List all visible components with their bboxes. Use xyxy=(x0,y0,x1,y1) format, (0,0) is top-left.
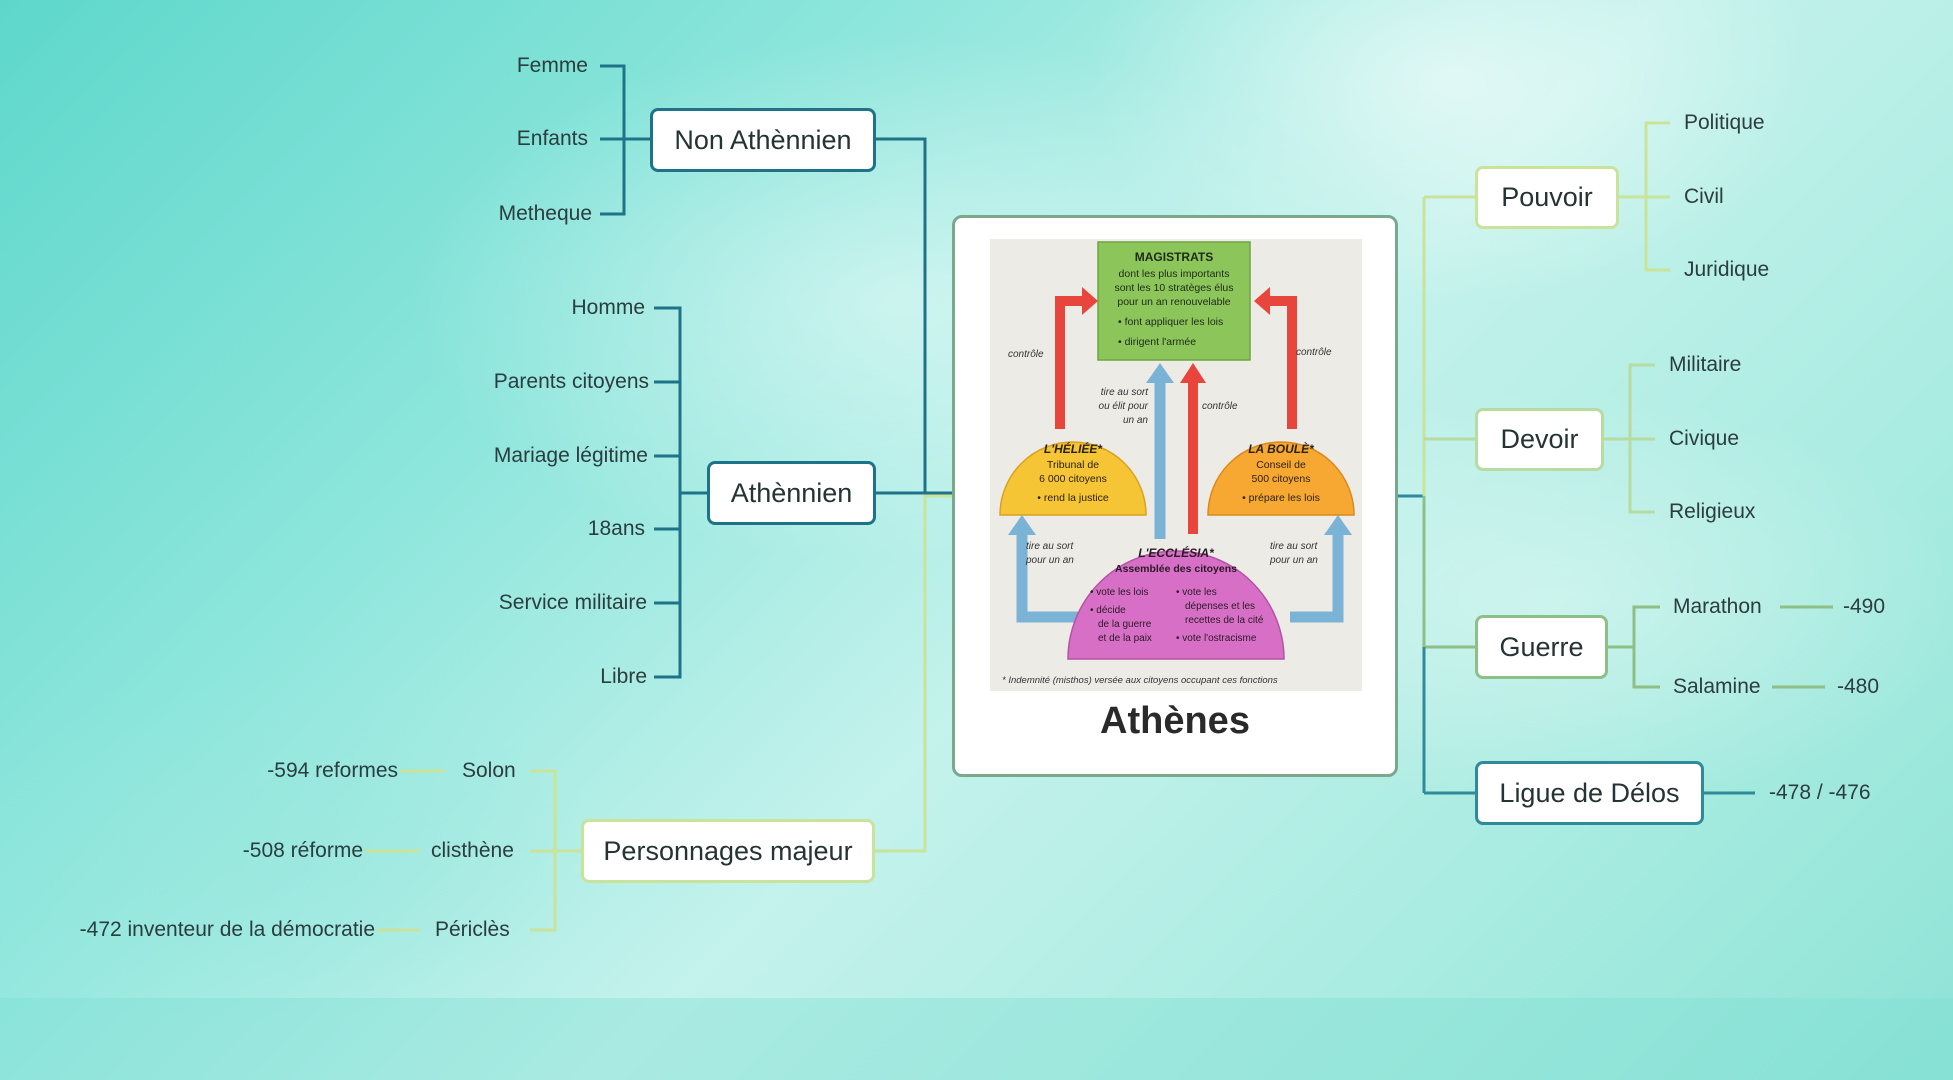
node-ligue-de-delos[interactable]: Ligue de Délos xyxy=(1475,761,1704,825)
central-topic-title: Athènes xyxy=(1100,700,1250,742)
arrow-tirage-boule xyxy=(1290,531,1344,623)
svg-text:Conseil de: Conseil de xyxy=(1256,459,1306,471)
leaf-homme: Homme xyxy=(571,296,645,319)
leaf-militaire: Militaire xyxy=(1669,353,1742,376)
svg-text:dépenses et les: dépenses et les xyxy=(1185,601,1255,612)
leaf-femme: Femme xyxy=(516,54,588,77)
svg-text:tire au sort: tire au sort xyxy=(1270,541,1318,552)
magistrats-title: MAGISTRATS xyxy=(1135,250,1213,264)
node-guerre[interactable]: Guerre xyxy=(1475,615,1608,679)
leaf-libre: Libre xyxy=(600,665,647,688)
athens-institutions-figure: MAGISTRATS dont les plus importants sont… xyxy=(990,239,1362,691)
svg-text:Tribunal de: Tribunal de xyxy=(1047,459,1099,471)
arrow-heliee-controle xyxy=(1055,296,1086,429)
arrow-boule-controle xyxy=(1266,296,1297,429)
node-devoir[interactable]: Devoir xyxy=(1475,408,1604,471)
leaf-solon: Solon xyxy=(462,759,516,782)
svg-text:contrôle: contrôle xyxy=(1202,401,1238,412)
svg-text:contrôle: contrôle xyxy=(1008,349,1044,360)
leaf-parents-citoyens: Parents citoyens xyxy=(493,370,649,393)
svg-text:• rend la justice: • rend la justice xyxy=(1037,492,1109,504)
leaf-civil: Civil xyxy=(1684,185,1724,208)
heliee-dome xyxy=(999,441,1147,516)
svg-text:dont les plus importants: dont les plus importants xyxy=(1119,268,1230,280)
svg-text:• dirigent l'armée: • dirigent l'armée xyxy=(1118,336,1196,348)
svg-text:ou élit pour: ou élit pour xyxy=(1099,401,1149,412)
node-pouvoir[interactable]: Pouvoir xyxy=(1475,166,1619,229)
svg-text:• font appliquer les lois: • font appliquer les lois xyxy=(1118,316,1223,328)
svg-text:6 000 citoyens: 6 000 citoyens xyxy=(1039,473,1107,485)
magistrats-box xyxy=(1097,241,1251,361)
svg-text:recettes de la cité: recettes de la cité xyxy=(1185,615,1264,626)
svg-text:500 citoyens: 500 citoyens xyxy=(1252,473,1311,485)
svg-text:pour un an: pour un an xyxy=(1025,555,1074,566)
svg-text:tire au sort: tire au sort xyxy=(1101,387,1149,398)
leaf-salamine: Salamine xyxy=(1673,675,1761,698)
svg-text:de la guerre: de la guerre xyxy=(1098,619,1152,630)
svg-text:L'ECCLÉSIA*: L'ECCLÉSIA* xyxy=(1138,545,1215,560)
svg-text:• vote les lois: • vote les lois xyxy=(1090,587,1149,598)
note-ligue-de-delos: -478 / -476 xyxy=(1769,781,1871,804)
leaf-civique: Civique xyxy=(1669,427,1740,450)
note-solon: -594 reformes xyxy=(267,759,398,782)
links-athenien xyxy=(654,306,952,679)
svg-text:tire au sort: tire au sort xyxy=(1026,541,1074,552)
figure-footnote: * Indemnité (misthos) versée aux citoyen… xyxy=(1002,675,1278,686)
leaf-metheque: Metheque xyxy=(498,202,592,225)
svg-text:• prépare les lois: • prépare les lois xyxy=(1242,492,1320,504)
note-salamine: -480 xyxy=(1837,675,1880,698)
note-marathon: -490 xyxy=(1843,595,1886,618)
node-athenien[interactable]: Athènnien xyxy=(707,461,876,525)
svg-text:• vote l'ostracisme: • vote l'ostracisme xyxy=(1176,633,1257,644)
links-right xyxy=(1398,195,1475,795)
institutions-diagram: MAGISTRATS dont les plus importants sont… xyxy=(999,241,1355,686)
svg-text:• vote les: • vote les xyxy=(1176,587,1217,598)
arrow-tirage-heliee xyxy=(1016,531,1078,623)
ecclesia-dome xyxy=(1067,550,1285,660)
svg-text:un an: un an xyxy=(1123,415,1148,426)
svg-text:• décide: • décide xyxy=(1090,605,1126,616)
leaf-pericles: Périclès xyxy=(435,918,510,941)
node-non-athenien[interactable]: Non Athènnien xyxy=(650,108,876,172)
leaf-clisthene: clisthène xyxy=(431,839,514,862)
svg-text:pour un an: pour un an xyxy=(1269,555,1318,566)
note-clisthene: -508 réforme xyxy=(242,839,363,862)
svg-text:et de la paix: et de la paix xyxy=(1098,633,1152,644)
leaf-religieux: Religieux xyxy=(1669,500,1756,523)
leaf-18ans: 18ans xyxy=(587,517,645,540)
background-band xyxy=(0,998,1953,1080)
leaf-service-militaire: Service militaire xyxy=(498,591,647,614)
boule-dome xyxy=(1207,441,1355,516)
leaf-mariage-legitime: Mariage légitime xyxy=(493,444,648,467)
svg-text:LA BOULÈ*: LA BOULÈ* xyxy=(1248,441,1315,456)
svg-text:contrôle: contrôle xyxy=(1296,347,1332,358)
svg-text:sont les 10 stratèges élus: sont les 10 stratèges élus xyxy=(1114,282,1233,294)
leaf-juridique: Juridique xyxy=(1684,258,1770,281)
note-pericles: -472 inventeur de la démocratie xyxy=(79,918,375,941)
svg-text:pour un an renouvelable: pour un an renouvelable xyxy=(1117,296,1230,308)
links-personnages xyxy=(365,494,952,932)
leaf-marathon: Marathon xyxy=(1673,595,1762,618)
leaf-politique: Politique xyxy=(1684,111,1765,134)
leaf-enfants: Enfants xyxy=(516,127,588,150)
svg-text:L'HÉLIÉE*: L'HÉLIÉE* xyxy=(1044,441,1104,456)
node-personnages-majeur[interactable]: Personnages majeur xyxy=(581,819,875,883)
svg-text:Assemblée des citoyens: Assemblée des citoyens xyxy=(1115,563,1237,575)
